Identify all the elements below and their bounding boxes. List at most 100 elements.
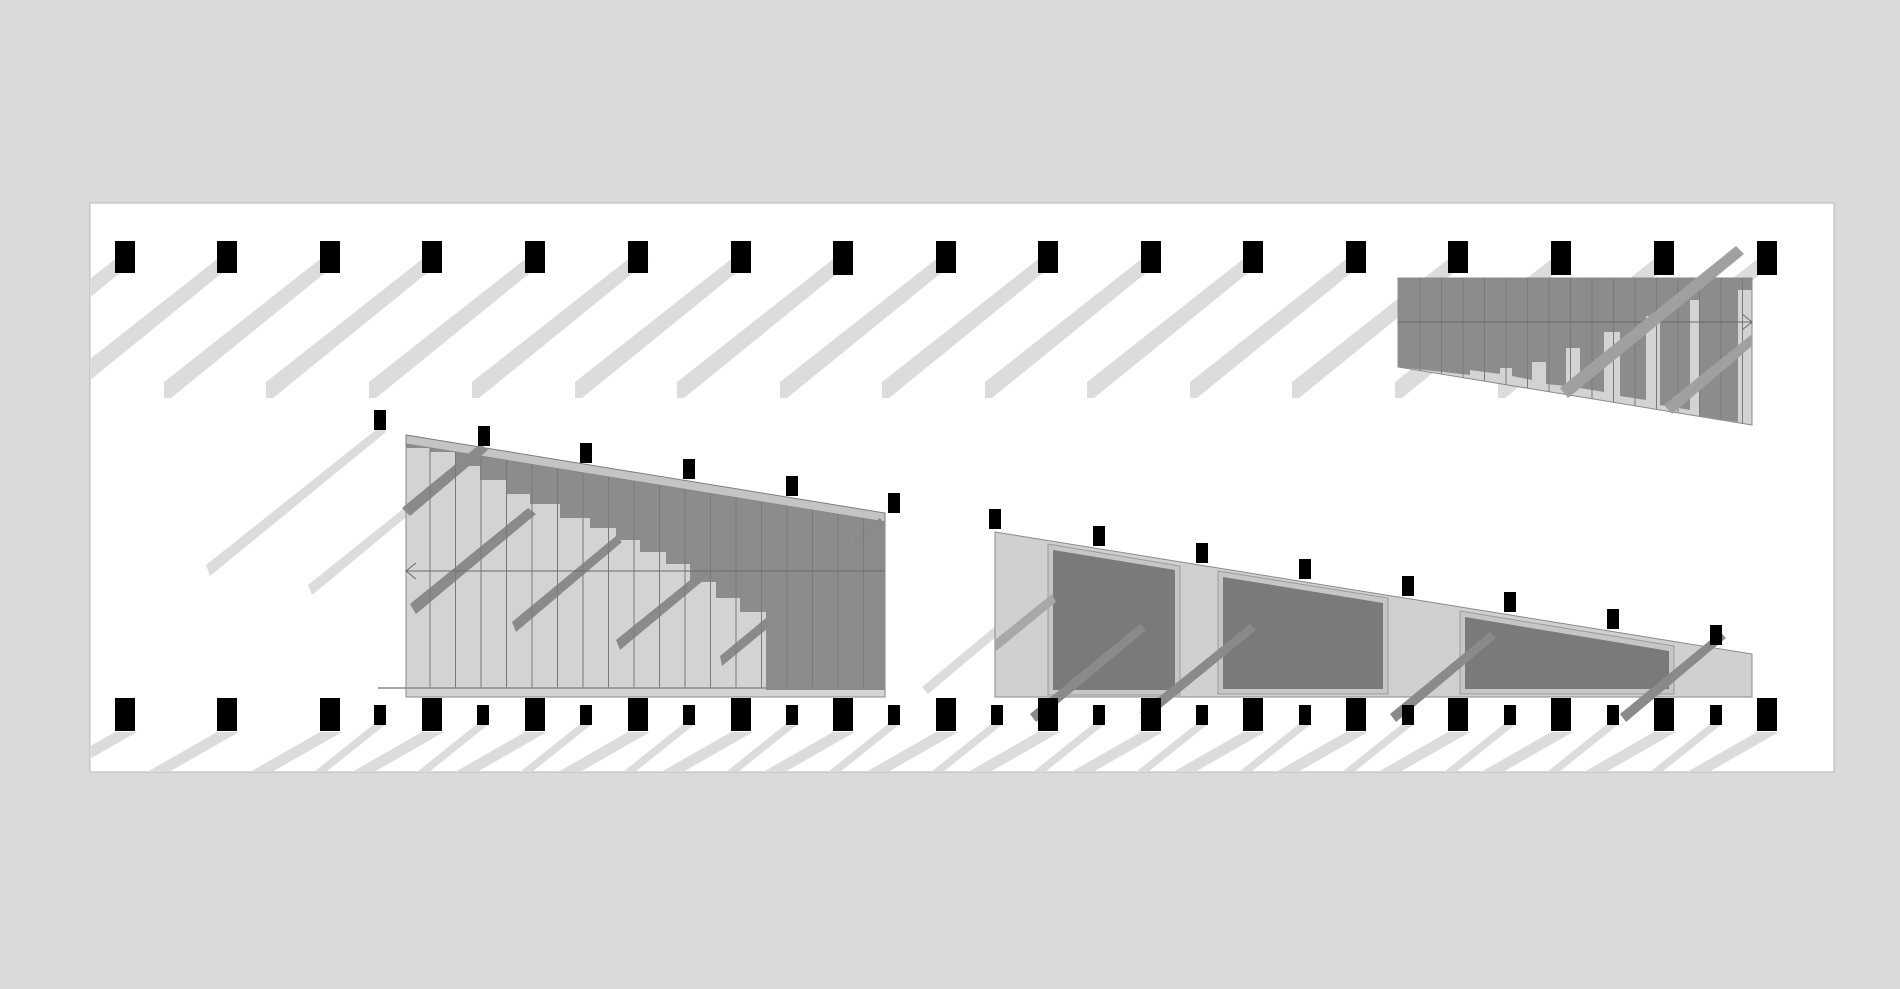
- column-shadow: [455, 732, 547, 772]
- small-column: [1093, 705, 1105, 725]
- column-shadow: [1687, 732, 1779, 772]
- small-column: [683, 459, 695, 479]
- top-right-stair-elevation: [1397, 246, 1753, 426]
- column-shadow: [931, 724, 1003, 772]
- column-shadow: [1342, 724, 1414, 772]
- column-shadow: [1239, 724, 1311, 772]
- column-shadow: [661, 732, 753, 772]
- column-shadow: [314, 724, 386, 772]
- column: [833, 241, 853, 275]
- window-1-glass: [1053, 550, 1175, 690]
- column-shadows-bottom: [90, 724, 1779, 772]
- column: [217, 698, 237, 731]
- column: [1346, 698, 1366, 731]
- column-row-top: [115, 241, 1777, 275]
- column-shadow-block: [575, 260, 752, 398]
- small-column: [1710, 705, 1722, 725]
- small-column: [1504, 705, 1516, 725]
- column-shadow-block: [677, 260, 854, 398]
- column: [1654, 698, 1674, 731]
- small-column: [1402, 576, 1414, 596]
- column-shadow-block: [369, 260, 546, 398]
- column: [115, 241, 135, 273]
- column-shadow: [1481, 732, 1573, 772]
- center-shadow-1: [995, 594, 1056, 652]
- column-shadow: [417, 724, 489, 772]
- small-column: [1196, 543, 1208, 563]
- left-stair-shadow-2: [410, 508, 536, 614]
- column: [833, 698, 853, 731]
- column: [1757, 241, 1777, 275]
- column: [731, 241, 751, 273]
- left-stair-shadow-4: [616, 564, 716, 650]
- left-stair-shadow-5: [720, 618, 768, 666]
- small-column: [478, 426, 490, 446]
- column: [422, 241, 442, 273]
- small-column: [374, 705, 386, 725]
- small-column: [1607, 609, 1619, 629]
- left-stair-elevation: [206, 425, 886, 698]
- window-2-glass: [1223, 577, 1383, 689]
- small-column: [1710, 625, 1722, 645]
- column-shadow: [763, 732, 855, 772]
- column: [1038, 698, 1058, 731]
- left-shadow-band-1: [206, 425, 386, 576]
- column-shadow: [352, 732, 444, 772]
- column-shadow: [623, 724, 695, 772]
- small-column: [888, 493, 900, 513]
- center-shadow-2: [1030, 624, 1146, 722]
- left-stair-shadow-6: [852, 518, 884, 548]
- column: [936, 241, 956, 273]
- center-shadow-5: [1620, 632, 1726, 722]
- column: [217, 241, 237, 273]
- column: [1448, 698, 1468, 731]
- column-shadow: [726, 724, 798, 772]
- small-column: [1299, 559, 1311, 579]
- small-column: [989, 509, 1001, 529]
- column: [1141, 698, 1161, 731]
- column-shadow: [1378, 732, 1470, 772]
- column-shadow: [828, 724, 900, 772]
- column-shadow: [558, 732, 650, 772]
- column-shadow-block: [1087, 260, 1264, 398]
- center-shadow-3: [1140, 624, 1256, 720]
- column: [525, 698, 545, 731]
- left-stair-shadow-1: [402, 444, 488, 516]
- column-shadow-block: [164, 260, 341, 398]
- column: [1757, 698, 1777, 731]
- column-shadow-block: [985, 260, 1162, 398]
- column-shadow: [90, 732, 137, 759]
- center-shadow-band: [922, 624, 1004, 694]
- left-stair-verticals: [429, 447, 864, 688]
- column: [936, 698, 956, 731]
- column-shadow-block: [90, 260, 136, 298]
- left-stair-arrowhead: [405, 562, 417, 580]
- column: [628, 698, 648, 731]
- column-shadow-block: [882, 260, 1059, 398]
- small-column: [1607, 705, 1619, 725]
- left-stair-dark-steps: [406, 444, 885, 690]
- column-shadow: [1547, 724, 1619, 772]
- column-shadow: [1584, 732, 1676, 772]
- column-shadow: [520, 724, 592, 772]
- small-column: [683, 705, 695, 725]
- small-column: [374, 410, 386, 430]
- column-shadow: [1444, 724, 1516, 772]
- column: [1243, 698, 1263, 731]
- column: [731, 698, 751, 731]
- small-column: [580, 705, 592, 725]
- column: [1654, 241, 1674, 275]
- column-shadow: [1071, 732, 1163, 772]
- small-column: [1299, 705, 1311, 725]
- column: [320, 241, 340, 273]
- column-shadow: [1033, 724, 1105, 772]
- column-shadows-top: [90, 258, 1778, 398]
- column-shadow: [1136, 724, 1208, 772]
- small-column: [1402, 705, 1414, 725]
- small-column: [1196, 705, 1208, 725]
- small-column: [786, 476, 798, 496]
- column: [628, 241, 648, 273]
- column: [1243, 241, 1263, 273]
- column-shadow-block: [266, 260, 443, 398]
